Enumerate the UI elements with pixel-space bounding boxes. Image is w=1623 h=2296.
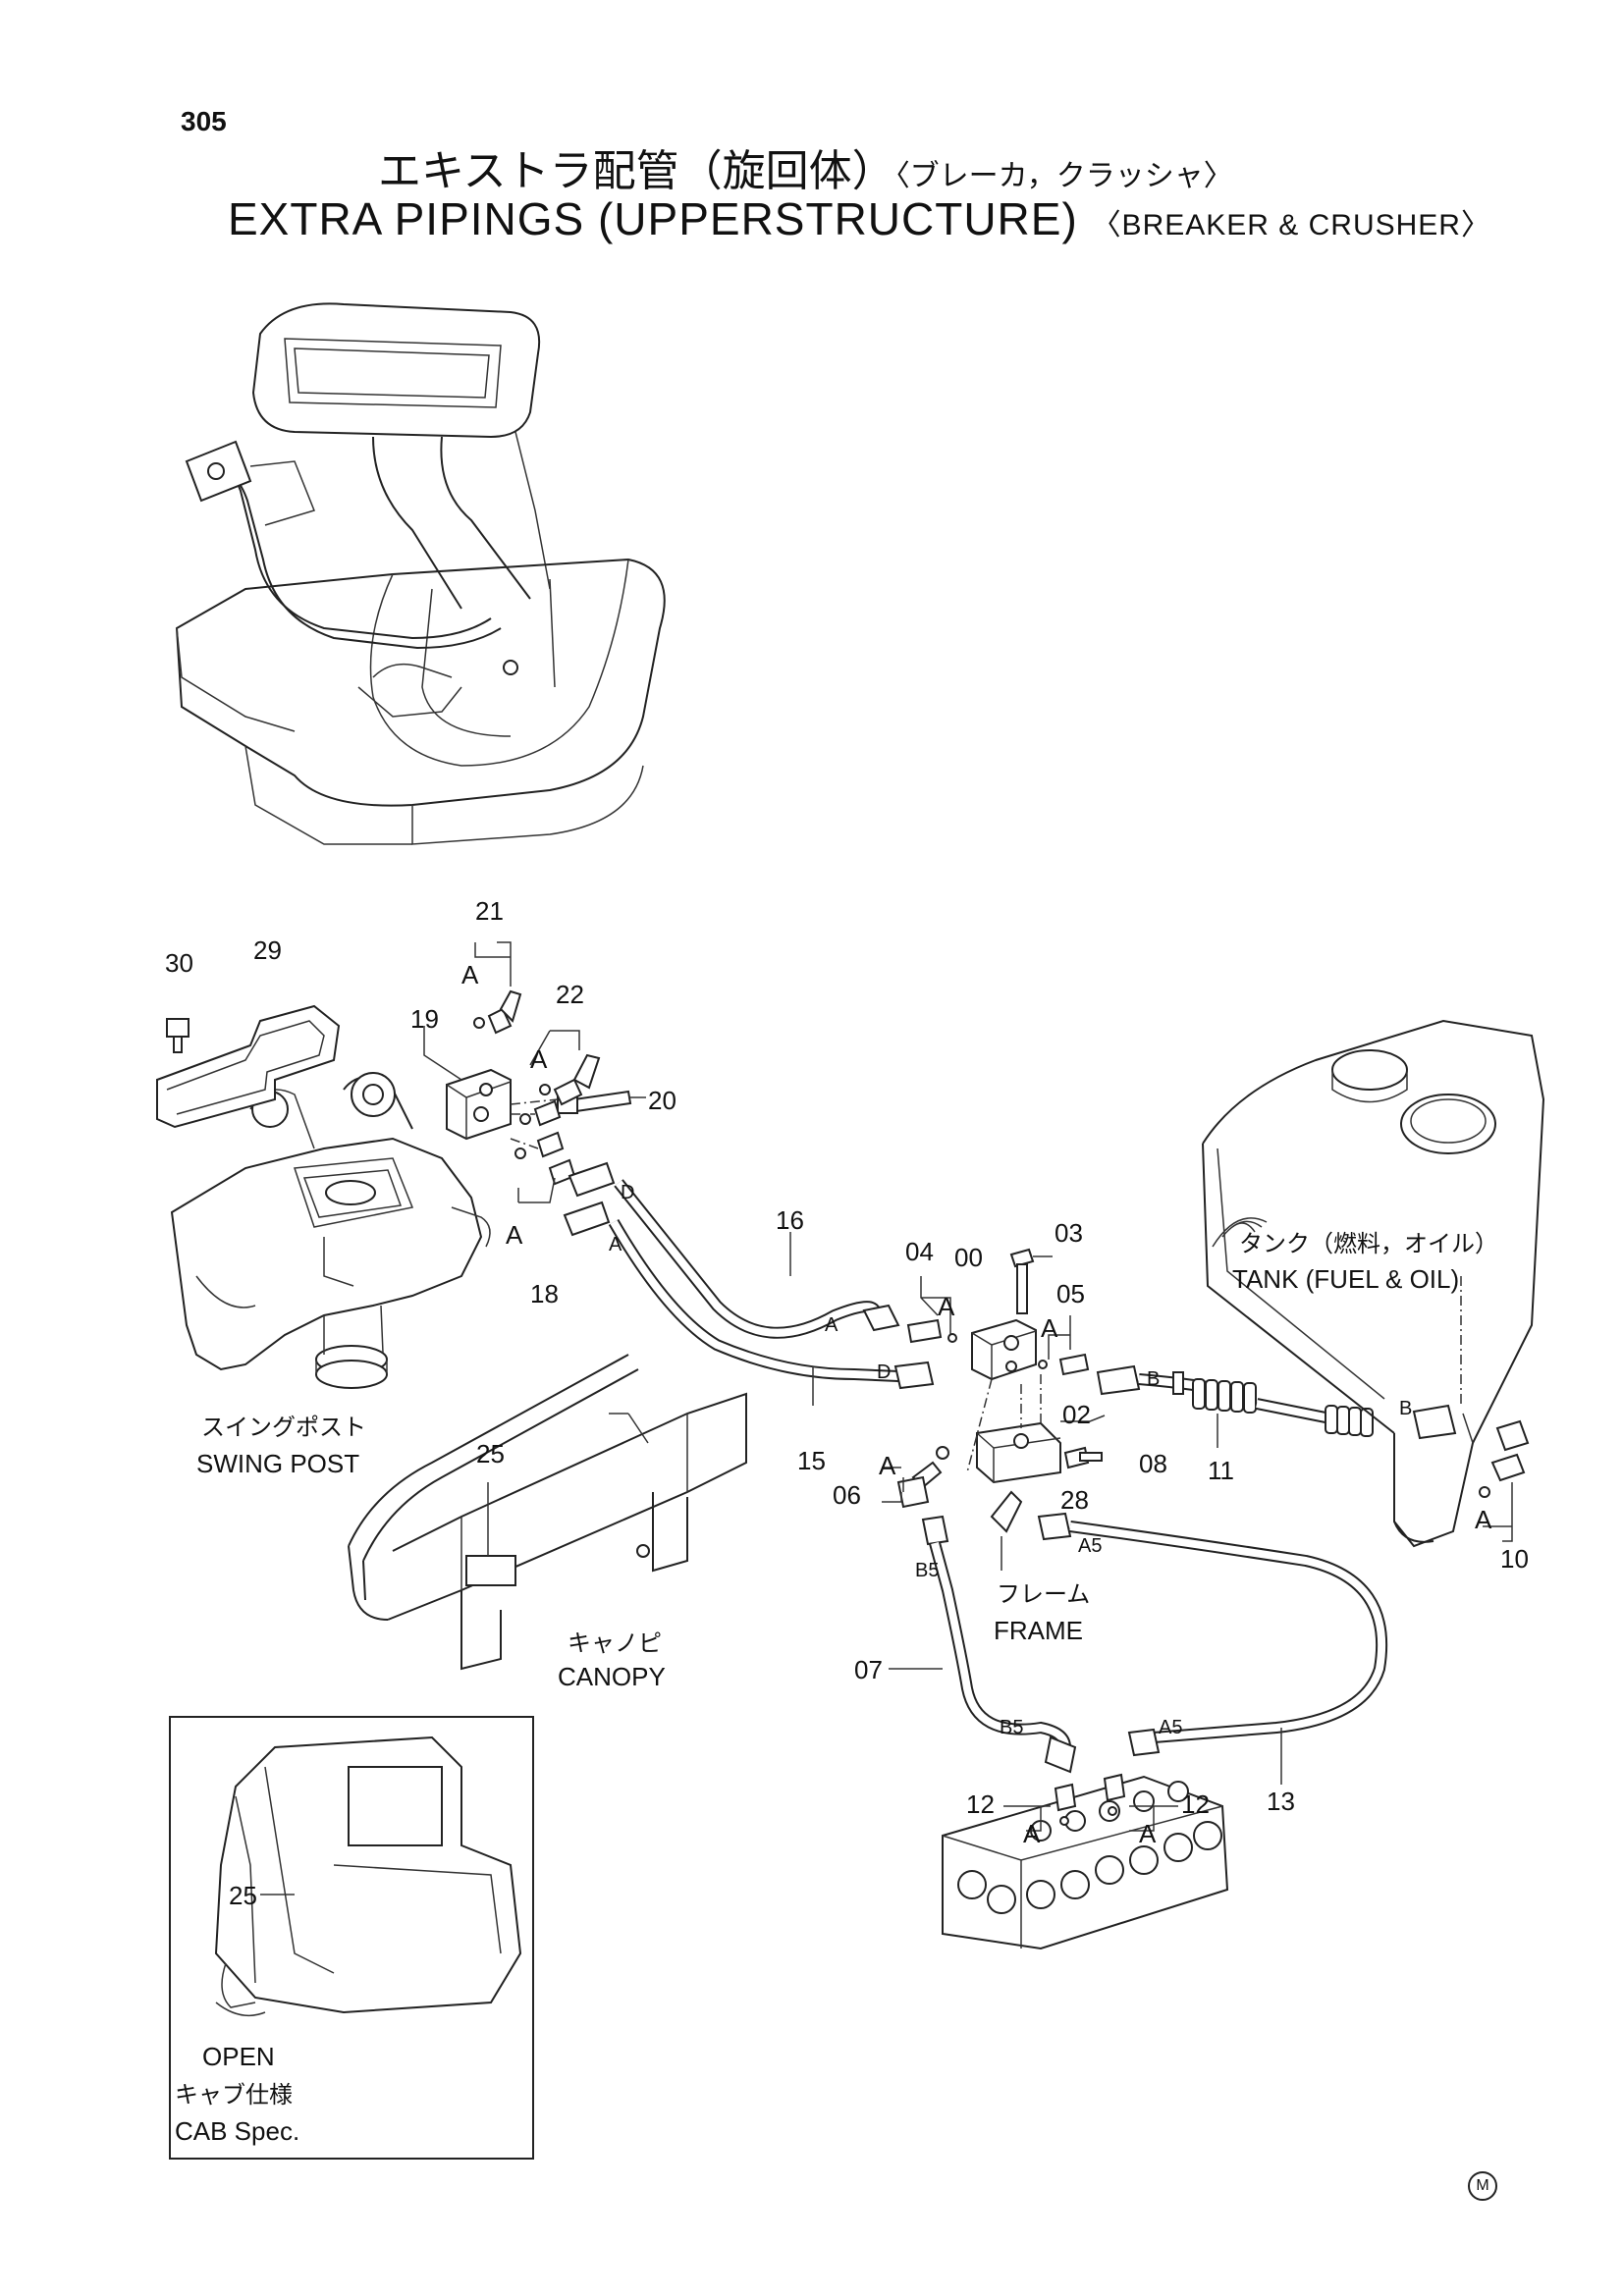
- open-label: OPEN: [202, 2042, 275, 2071]
- hose-port-b1: B: [1147, 1368, 1161, 1390]
- part-12-left-label: 12: [966, 1789, 995, 1819]
- port-a-04: A: [938, 1292, 955, 1321]
- title-en-sub: 〈BREAKER & CRUSHER〉: [1091, 209, 1491, 241]
- port-a-18: A: [506, 1220, 523, 1250]
- hose-port-b5-lower: B5: [1000, 1717, 1024, 1738]
- page-number: 305: [181, 106, 227, 136]
- frame-bracket-drawing: [990, 1490, 1023, 1571]
- part-13-label: 13: [1267, 1787, 1295, 1816]
- swing-post-label-en: SWING POST: [196, 1449, 360, 1478]
- part-21-label: 21: [475, 896, 504, 926]
- tank-label-jp: タンク（燃料，オイル）: [1239, 1230, 1498, 1257]
- part-22-label: 22: [556, 980, 584, 1009]
- part-25-label: 25: [476, 1439, 505, 1468]
- hose-port-a5-lower: A5: [1159, 1717, 1183, 1738]
- title-jp-sub: 〈ブレーカ，クラッシャ〉: [894, 159, 1233, 193]
- hose-coil-11: [1192, 1378, 1257, 1414]
- port-a-21: A: [461, 960, 479, 989]
- block-00-assembly: [882, 1248, 1106, 1509]
- part-15-label: 15: [797, 1446, 826, 1475]
- title-en-main: EXTRA PIPINGS (UPPERSTRUCTURE): [228, 193, 1078, 244]
- block-19-assembly: [423, 941, 646, 1203]
- title-jp-main: エキストラ配管（旋回体）: [378, 146, 895, 196]
- cab-spec-inset: [169, 1716, 534, 2160]
- part-20-label: 20: [648, 1086, 676, 1115]
- frame-label-jp: フレーム: [997, 1580, 1091, 1608]
- port-a-12-left: A: [1023, 1819, 1041, 1848]
- port-a-05: A: [1041, 1313, 1058, 1343]
- part-00-label: 00: [954, 1243, 983, 1272]
- part-04-label: 04: [905, 1237, 934, 1266]
- part-10-label: 10: [1500, 1544, 1529, 1574]
- hose-port-d2: D: [877, 1362, 892, 1383]
- part-25-cab-label: 25: [229, 1881, 257, 1910]
- part-19-label: 19: [410, 1004, 439, 1034]
- swing-post-drawing: [170, 1072, 491, 1389]
- part-29-label: 29: [253, 935, 282, 965]
- valve-spools: [957, 1781, 1222, 1914]
- port-a-12-right: A: [1139, 1819, 1157, 1848]
- hose-coil-tank: [1325, 1405, 1374, 1437]
- hose-port-a5-upper: A5: [1078, 1535, 1103, 1557]
- hose-port-d1: D: [621, 1182, 635, 1203]
- hose-port-b2: B: [1399, 1398, 1413, 1419]
- frame-label-en: FRAME: [994, 1616, 1083, 1645]
- canopy-label-en: CANOPY: [558, 1662, 666, 1691]
- canopy-label-jp: キャノピ: [568, 1629, 662, 1657]
- hoses-15-16: [563, 1161, 935, 1406]
- control-valve-drawing: [942, 1773, 1229, 1950]
- part-30-label: 30: [165, 948, 193, 978]
- machine-overview-drawing: [175, 302, 666, 845]
- cab-spec-label-en: CAB Spec.: [175, 2116, 300, 2146]
- part-02-label: 02: [1062, 1400, 1091, 1429]
- part-06-label: 06: [833, 1480, 861, 1510]
- hoses-07-13: [889, 1512, 1388, 1785]
- part-03-label: 03: [1055, 1218, 1083, 1248]
- part-07-label: 07: [854, 1655, 883, 1684]
- tank-drawing: [1202, 1019, 1545, 1548]
- canopy-frame-drawing: [348, 1354, 747, 1671]
- part-18-label: 18: [530, 1279, 559, 1308]
- port-a-22: A: [530, 1044, 548, 1074]
- part-12-right-label: 12: [1181, 1789, 1210, 1819]
- hose-port-a2: A: [825, 1314, 839, 1336]
- swing-post-label-jp: スイングポスト: [201, 1414, 366, 1441]
- port-a-06: A: [879, 1451, 896, 1480]
- part-11-label: 11: [1208, 1456, 1234, 1485]
- hose-port-a1: A: [609, 1234, 622, 1255]
- part-16-label: 16: [776, 1205, 804, 1235]
- cover-plate-29: [156, 1004, 341, 1129]
- port-a-10: A: [1475, 1505, 1492, 1534]
- part-08-label: 08: [1139, 1449, 1167, 1478]
- part-28-label: 28: [1060, 1485, 1089, 1515]
- cab-spec-label-jp: キャブ仕様: [175, 2081, 293, 2109]
- title-english: EXTRA PIPINGS (UPPERSTRUCTURE) 〈BREAKER …: [228, 192, 1491, 245]
- cab-inset-drawing: [214, 1735, 522, 2017]
- m-mark: M: [1468, 2171, 1497, 2201]
- title-japanese: エキストラ配管（旋回体）〈ブレーカ，クラッシャ〉: [378, 135, 1233, 198]
- tank-label-en: TANK (FUEL & OIL): [1232, 1264, 1460, 1294]
- hose-port-b5-upper: B5: [915, 1560, 940, 1581]
- hose-08-11: [1096, 1364, 1457, 1448]
- part-05-label: 05: [1056, 1279, 1085, 1308]
